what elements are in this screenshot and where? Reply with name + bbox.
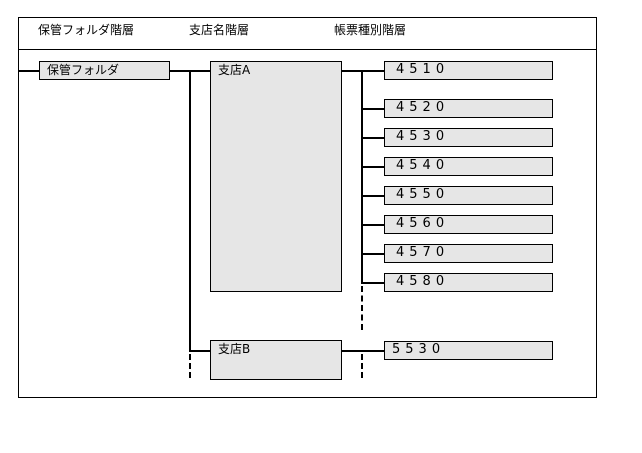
form-box-4580: 4580 [384, 273, 553, 292]
form-connector-4570 [361, 253, 384, 255]
form-box-4570: 4570 [384, 244, 553, 263]
header-branch-level: 支店名階層 [189, 23, 250, 37]
form-box-4540: 4540 [384, 157, 553, 176]
form-box-4560: 4560 [384, 215, 553, 234]
form-connector-4550 [361, 195, 384, 197]
form-box-5530: 5530 [384, 341, 553, 360]
form-box-4520: 4520 [384, 99, 553, 118]
branch-b-to-forms-line [342, 350, 384, 352]
branch-trunk-continuation [189, 354, 191, 378]
header-form-type-level: 帳票種別階層 [334, 23, 407, 37]
root-inbound-line [18, 70, 39, 72]
header-divider [18, 49, 597, 50]
branch-b-form-trunk-continuation [361, 354, 363, 378]
trunk-to-branch-b-line [189, 350, 210, 352]
form-box-4510: 4510 [384, 61, 553, 80]
branch-trunk-line [189, 70, 191, 352]
form-box-4530: 4530 [384, 128, 553, 147]
form-connector-4580 [361, 282, 384, 284]
diagram-frame [18, 17, 597, 398]
root-folder-box: 保管フォルダ [39, 61, 170, 80]
branch-a-to-forms-line [342, 70, 384, 72]
branch-a-form-trunk-continuation [361, 286, 363, 330]
branch-a-form-trunk-line [361, 70, 363, 284]
branch-box-a: 支店A [210, 61, 342, 292]
form-connector-4530 [361, 137, 384, 139]
header-folder-level: 保管フォルダ階層 [38, 23, 135, 37]
branch-box-b: 支店B [210, 340, 342, 380]
form-connector-4520 [361, 108, 384, 110]
form-connector-4560 [361, 224, 384, 226]
form-connector-4540 [361, 166, 384, 168]
form-box-4550: 4550 [384, 186, 553, 205]
